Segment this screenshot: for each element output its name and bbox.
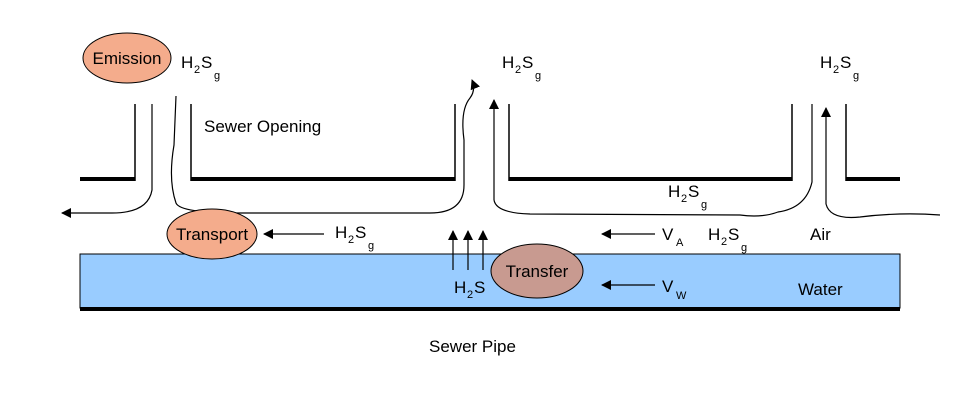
svg-text:S: S: [688, 182, 699, 201]
svg-text:g: g: [741, 242, 747, 254]
h2sg-label-airspace: H 2 S g: [668, 182, 707, 211]
svg-text:g: g: [535, 70, 541, 82]
h2sg-label-transport: H 2 S g: [335, 223, 374, 252]
svg-text:2: 2: [194, 64, 200, 76]
svg-text:S: S: [474, 278, 485, 297]
svg-text:H: H: [668, 182, 680, 201]
svg-text:S: S: [728, 225, 739, 244]
transfer-label: Transfer: [506, 262, 569, 281]
svg-text:2: 2: [721, 236, 727, 248]
svg-text:S: S: [840, 53, 851, 72]
svg-text:H: H: [708, 225, 720, 244]
svg-text:H: H: [454, 278, 466, 297]
svg-text:S: S: [522, 53, 533, 72]
sewer-pipe-label: Sewer Pipe: [429, 337, 516, 356]
air-label: Air: [810, 225, 831, 244]
svg-text:2: 2: [681, 193, 687, 205]
emission-label: Emission: [93, 49, 162, 68]
svg-text:W: W: [676, 290, 687, 302]
svg-text:2: 2: [515, 64, 521, 76]
flow-line-left: [61, 104, 153, 218]
svg-text:2: 2: [348, 234, 354, 246]
transport-label: Transport: [176, 225, 248, 244]
svg-text:A: A: [676, 237, 684, 249]
svg-text:g: g: [701, 199, 707, 211]
flow-line-main: [170, 80, 473, 214]
svg-text:2: 2: [467, 289, 473, 301]
velocity-water-label: V W: [662, 277, 687, 302]
sewer-opening-label: Sewer Opening: [204, 117, 321, 136]
h2sg-label-emission: H 2 S g: [181, 53, 220, 82]
emission-node: [82, 32, 172, 84]
transport-node: [166, 208, 258, 260]
svg-text:S: S: [201, 53, 212, 72]
svg-text:g: g: [368, 240, 374, 252]
svg-text:S: S: [355, 223, 366, 242]
svg-text:g: g: [214, 70, 220, 82]
svg-text:V: V: [662, 225, 674, 244]
svg-text:2: 2: [833, 64, 839, 76]
velocity-air-label: V A: [662, 225, 684, 249]
transfer-node: [490, 243, 584, 299]
svg-text:H: H: [820, 53, 832, 72]
water-layer: [79, 253, 901, 309]
h2sg-label-opening-3: H 2 S g: [820, 53, 859, 82]
svg-text:H: H: [181, 53, 193, 72]
svg-text:H: H: [335, 223, 347, 242]
h2s-label-water: H 2 S: [454, 278, 485, 301]
flow-line-right-ground: [825, 203, 941, 219]
flow-line-center-ground: [493, 104, 813, 217]
water-label: Water: [798, 280, 843, 299]
h2sg-label-air: H 2 S g: [708, 225, 747, 254]
svg-text:H: H: [502, 53, 514, 72]
svg-text:g: g: [853, 70, 859, 82]
svg-text:V: V: [662, 277, 674, 296]
h2sg-label-opening-2: H 2 S g: [502, 53, 541, 82]
